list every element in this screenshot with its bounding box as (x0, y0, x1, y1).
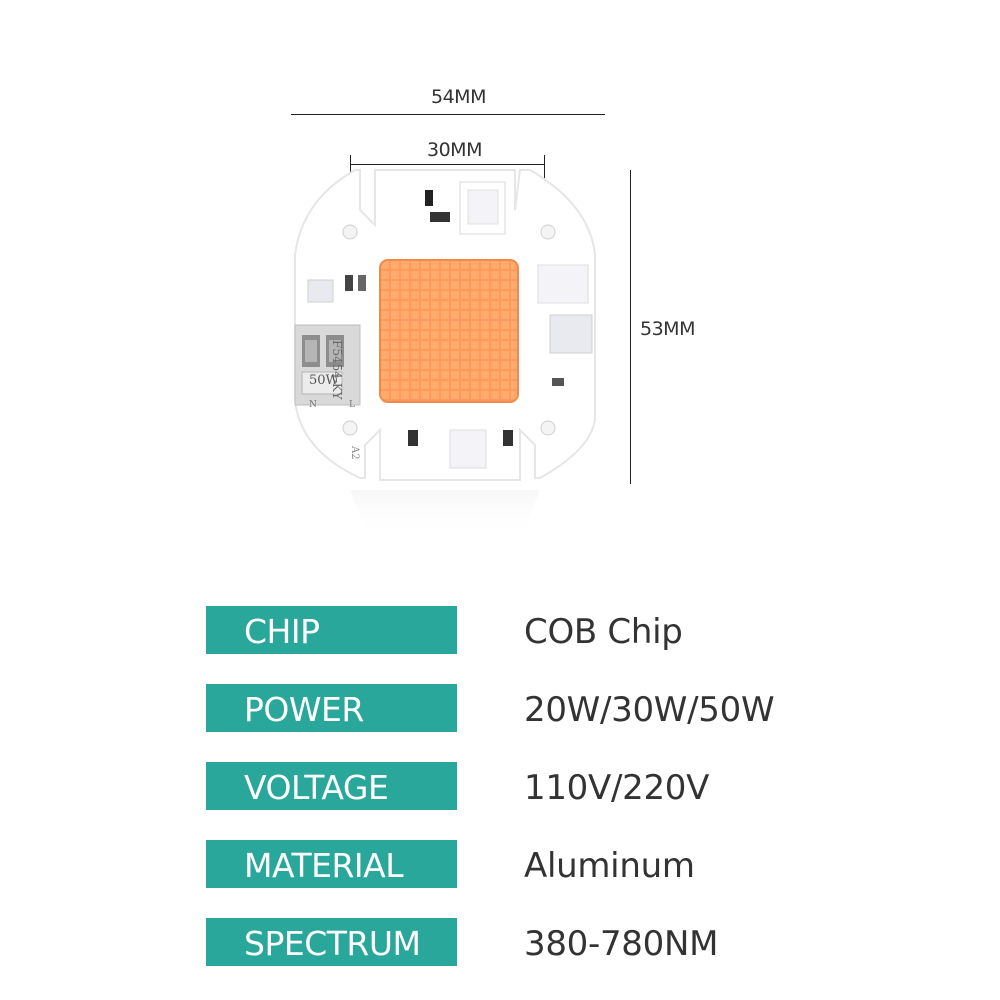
chip-width-line (350, 164, 545, 165)
chip-width-label: 30MM (427, 139, 482, 161)
spec-row-voltage: VOLTAGE 110V/220V (206, 762, 806, 810)
spec-row-chip: CHIP COB Chip (206, 606, 806, 654)
spec-value: Aluminum (524, 846, 695, 886)
overall-width-line (291, 114, 605, 115)
spec-value: COB Chip (524, 612, 683, 652)
cob-led-board-image (294, 169, 596, 540)
spec-value: 380-780NM (524, 924, 719, 964)
spec-value: 20W/30W/50W (524, 690, 775, 730)
spec-label: CHIP (206, 606, 457, 654)
height-label: 53MM (640, 318, 695, 340)
spec-row-material: MATERIAL Aluminum (206, 840, 806, 888)
board-revision: A2 (349, 446, 360, 460)
spec-label: SPECTRUM (206, 918, 457, 966)
spec-row-power: POWER 20W/30W/50W (206, 684, 806, 732)
board-marking: F5454-KY (330, 340, 344, 400)
height-line (630, 170, 631, 484)
spec-label: POWER (206, 684, 457, 732)
board-wattage-marking: 50W (309, 373, 339, 388)
spec-label: MATERIAL (206, 840, 457, 888)
overall-width-label: 54MM (431, 86, 486, 108)
spec-label: VOLTAGE (206, 762, 457, 810)
terminal-l-label: L (349, 400, 355, 410)
terminal-block (294, 324, 361, 406)
spec-value: 110V/220V (524, 768, 710, 808)
terminal-n-label: N (309, 400, 317, 410)
spec-row-spectrum: SPECTRUM 380-780NM (206, 918, 806, 966)
